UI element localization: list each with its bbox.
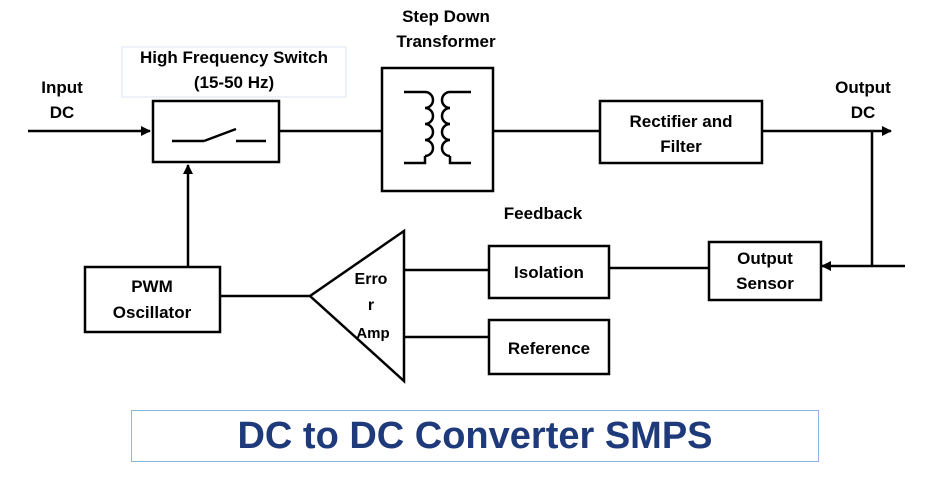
pwm-label-line2: Oscillator xyxy=(113,303,192,322)
input-dc-label-line1: Input xyxy=(41,78,83,97)
output-sensor-block xyxy=(707,240,823,302)
transformer-coil-icon xyxy=(404,90,471,165)
error-amp-label-line3: Amp xyxy=(356,325,389,342)
error-amp-label-line1: Erro xyxy=(355,271,388,288)
hf-switch-block xyxy=(151,99,281,164)
hf-switch-label-line1: High Frequency Switch xyxy=(140,48,328,67)
diagram-caption: DC to DC Converter SMPS xyxy=(237,414,713,457)
transformer-label-line2: Transformer xyxy=(396,32,496,51)
error-amp-block xyxy=(307,228,406,384)
switch-icon xyxy=(172,127,266,143)
rectifier-label-line2: Filter xyxy=(660,137,702,156)
output-sensor-label-line2: Sensor xyxy=(736,274,794,293)
pwm-label-line1: PWM xyxy=(131,277,173,296)
pwm-oscillator-block xyxy=(83,265,222,334)
rectifier-label-line1: Rectifier and xyxy=(630,112,733,131)
caption-frame: DC to DC Converter SMPS xyxy=(131,410,819,462)
output-dc-label-line1: Output xyxy=(835,78,891,97)
transformer-block xyxy=(380,66,495,193)
error-amp-label-line2: r xyxy=(368,297,374,314)
rectifier-filter-block xyxy=(598,99,764,165)
output-sensor-label-line1: Output xyxy=(737,249,793,268)
hf-switch-label-line2: (15-50 Hz) xyxy=(194,73,274,92)
reference-block xyxy=(487,318,611,376)
reference-label: Reference xyxy=(508,339,590,358)
hf-switch-label-frame xyxy=(121,46,347,98)
input-dc-label-line2: DC xyxy=(50,103,75,122)
isolation-label: Isolation xyxy=(514,263,584,282)
isolation-block xyxy=(487,244,611,300)
output-dc-label-line2: DC xyxy=(851,103,876,122)
feedback-label: Feedback xyxy=(504,204,583,223)
transformer-label-line1: Step Down xyxy=(402,7,490,26)
